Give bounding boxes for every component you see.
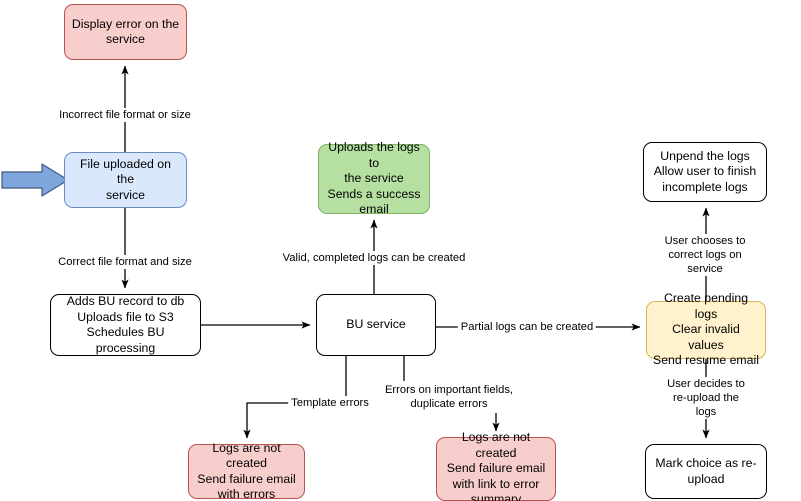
node-create-pending-logs[interactable]: Create pending logs Clear invalid values… — [646, 291, 766, 367]
node-logs-not-created-errors-label: Logs are not created Send failure email … — [197, 440, 296, 501]
node-display-error[interactable]: Display error on the service — [64, 4, 187, 60]
edge-label-user-corrects: User chooses to correct logs on service — [657, 234, 753, 276]
edge-label-correct-format: Correct file format and size — [55, 255, 195, 269]
node-uploads-logs-label: Uploads the logs to the service Sends a … — [327, 140, 421, 217]
node-mark-choice-reupload-label: Mark choice as re- upload — [655, 456, 757, 486]
edge-label-incorrect-format: Incorrect file format or size — [56, 108, 194, 122]
node-file-uploaded[interactable]: File uploaded on the service — [64, 152, 187, 208]
edge-label-template-errors: Template errors — [288, 396, 372, 410]
node-logs-not-created-summary-label: Logs are not created Send failure email … — [446, 430, 546, 501]
node-adds-bu-record-label: Adds BU record to db Uploads file to S3 … — [66, 294, 185, 355]
node-unpend-logs[interactable]: Unpend the logs Allow user to finish inc… — [643, 142, 767, 202]
node-mark-choice-reupload[interactable]: Mark choice as re- upload — [645, 444, 767, 499]
node-logs-not-created-summary[interactable]: Logs are not created Send failure email … — [436, 430, 556, 501]
node-file-uploaded-label: File uploaded on the service — [80, 156, 171, 202]
input-block-arrow — [1, 163, 69, 197]
node-unpend-logs-label: Unpend the logs Allow user to finish inc… — [653, 148, 757, 194]
node-display-error-label: Display error on the service — [71, 16, 180, 47]
edge-label-partial-logs: Partial logs can be created — [457, 320, 597, 334]
node-bu-service[interactable]: BU service — [316, 294, 436, 356]
node-uploads-logs[interactable]: Uploads the logs to the service Sends a … — [318, 140, 430, 216]
node-logs-not-created-errors[interactable]: Logs are not created Send failure email … — [188, 440, 305, 501]
edge-label-valid-completed: Valid, completed logs can be created — [279, 251, 469, 265]
edge-label-user-reupload: User decides to re-upload the logs — [658, 377, 754, 419]
edge-label-important-field-errors: Errors on important fields, duplicate er… — [381, 383, 517, 411]
node-bu-service-label: BU service — [346, 317, 406, 332]
node-adds-bu-record[interactable]: Adds BU record to db Uploads file to S3 … — [50, 294, 201, 356]
node-create-pending-logs-label: Create pending logs Clear invalid values… — [653, 291, 759, 368]
